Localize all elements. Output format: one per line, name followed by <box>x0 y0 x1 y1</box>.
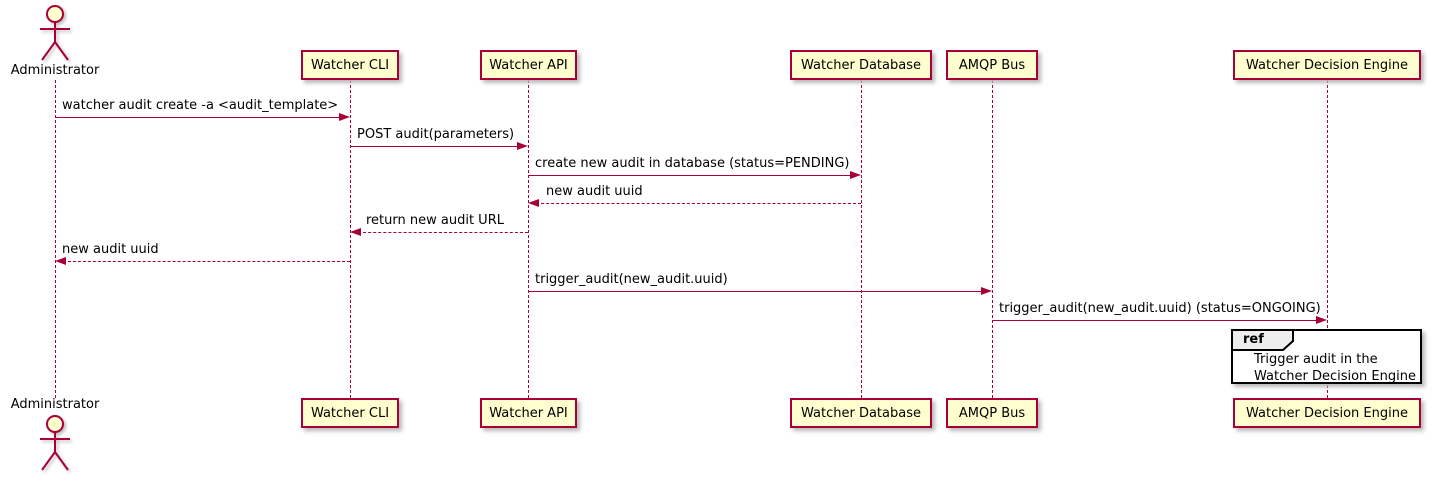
participant-box-amqp-bus-top: AMQP Bus <box>946 50 1038 80</box>
participant-label: Watcher Database <box>801 57 921 73</box>
ref-text-line: Trigger audit in the <box>1254 352 1378 367</box>
arrowhead-right-icon <box>850 171 861 179</box>
arrowhead-right-icon <box>339 113 350 121</box>
message-line <box>992 320 1319 321</box>
message-label: trigger_audit(new_audit.uuid) <box>535 272 728 287</box>
participant-label: Watcher Decision Engine <box>1246 405 1408 421</box>
actor-icon <box>40 415 70 471</box>
arrowhead-right-icon <box>517 142 528 150</box>
message-label: return new audit URL <box>366 213 504 228</box>
participant-label: Watcher API <box>489 405 568 421</box>
arrowhead-left-icon <box>528 199 539 207</box>
participant-box-amqp-bus-bottom: AMQP Bus <box>946 398 1038 428</box>
participant-box-watcher-decision-engine-top: Watcher Decision Engine <box>1233 50 1421 80</box>
message-label: trigger_audit(new_audit.uuid) (status=ON… <box>999 301 1321 316</box>
participant-label: Watcher CLI <box>310 57 390 73</box>
lifeline-watcher-cli <box>350 80 351 398</box>
message-label: new audit uuid <box>62 242 159 257</box>
participant-label: Watcher API <box>489 57 568 73</box>
message-line <box>528 291 984 292</box>
ref-header-pentagon <box>1231 329 1294 351</box>
actor-icon <box>40 5 70 61</box>
lifeline-administrator <box>55 80 56 398</box>
participant-label: AMQP Bus <box>958 57 1026 73</box>
lifeline-amqp-bus <box>992 80 993 398</box>
message-label: create new audit in database (status=PEN… <box>535 156 850 171</box>
ref-keyword: ref <box>1243 332 1264 347</box>
actor-label-administrator-bottom: Administrator <box>10 397 100 412</box>
message-line <box>63 261 350 262</box>
message-label: POST audit(parameters) <box>357 127 515 142</box>
message-line <box>536 203 861 204</box>
ref-text: Trigger audit in the Watcher Decision En… <box>1254 351 1416 385</box>
arrowhead-left-icon <box>350 228 361 236</box>
participant-box-watcher-cli-bottom: Watcher CLI <box>301 398 399 428</box>
participant-label: Watcher Database <box>801 405 921 421</box>
participant-box-watcher-decision-engine-bottom: Watcher Decision Engine <box>1233 398 1421 428</box>
participant-box-watcher-api-bottom: Watcher API <box>480 398 577 428</box>
message-label: watcher audit create -a <audit_template> <box>62 98 339 113</box>
ref-fragment: ref Trigger audit in the Watcher Decisio… <box>1231 329 1422 384</box>
message-line <box>55 117 342 118</box>
actor-label-administrator-top: Administrator <box>10 63 100 78</box>
message-label: new audit uuid <box>546 184 643 199</box>
arrowhead-right-icon <box>1316 316 1327 324</box>
participant-box-watcher-database-top: Watcher Database <box>790 50 932 80</box>
message-line <box>528 175 853 176</box>
participant-box-watcher-api-top: Watcher API <box>480 50 577 80</box>
participant-label: AMQP Bus <box>958 405 1026 421</box>
lifeline-watcher-api <box>528 80 529 398</box>
message-line <box>350 146 520 147</box>
ref-text-line: Watcher Decision Engine <box>1254 369 1416 384</box>
participant-box-watcher-database-bottom: Watcher Database <box>790 398 932 428</box>
participant-label: Watcher CLI <box>310 405 390 421</box>
participant-box-watcher-cli-top: Watcher CLI <box>301 50 399 80</box>
participant-label: Watcher Decision Engine <box>1246 57 1408 73</box>
arrowhead-left-icon <box>55 257 66 265</box>
message-line <box>358 232 528 233</box>
lifeline-watcher-decision-engine <box>1327 80 1328 398</box>
lifeline-watcher-database <box>861 80 862 398</box>
arrowhead-right-icon <box>981 287 992 295</box>
